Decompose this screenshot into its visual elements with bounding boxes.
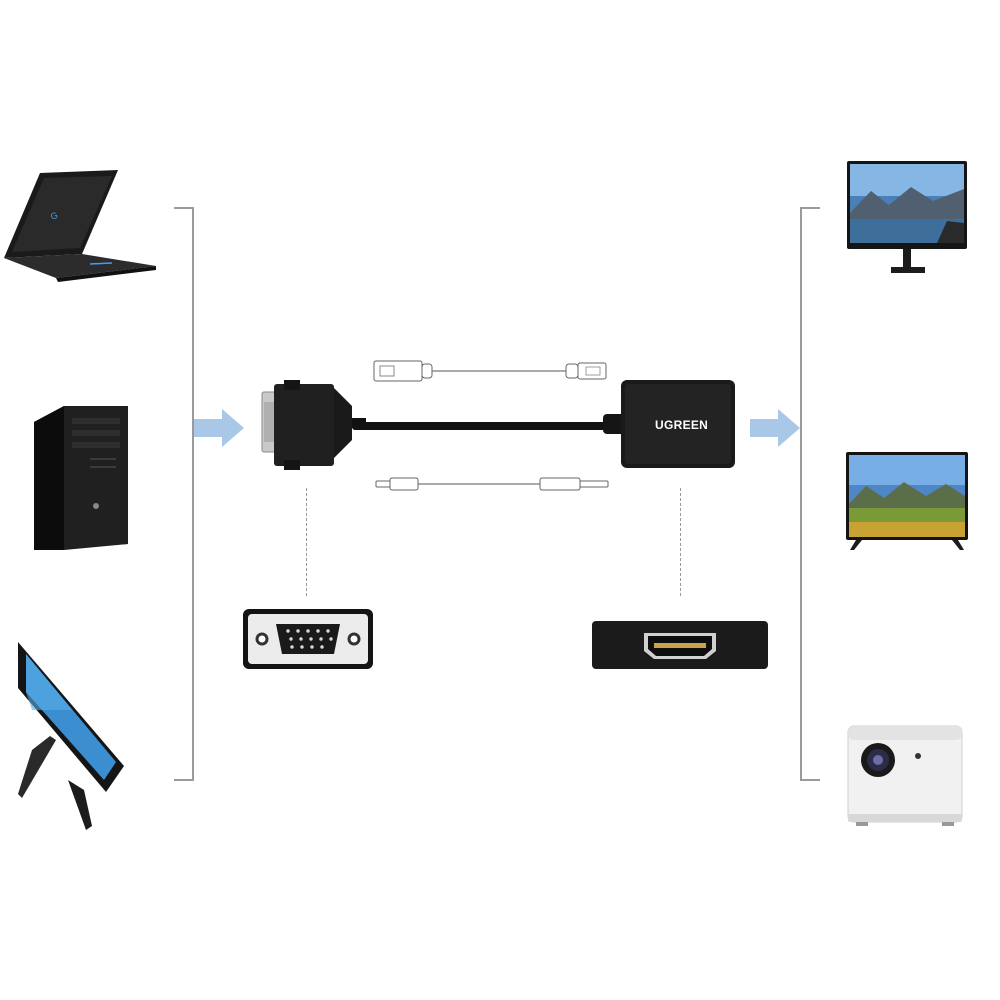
vga-callout-line: [306, 488, 307, 596]
display-devices-bracket: [800, 207, 820, 781]
audio-cable: [374, 474, 614, 494]
laptop-icon: G: [0, 168, 160, 283]
touchscreen-monitor-icon: [12, 640, 142, 836]
desktop-pc-icon: [30, 404, 130, 552]
projector-icon: [846, 722, 964, 830]
ugreen-adapter: UGREEN: [603, 380, 735, 468]
main-cable: [352, 422, 610, 430]
hdmi-callout-line: [680, 488, 681, 596]
svg-text:G: G: [49, 210, 59, 222]
brand-label: UGREEN: [655, 418, 709, 432]
monitor-icon: [847, 161, 969, 275]
input-direction-arrow: [194, 409, 246, 447]
usb-power-cable: [372, 355, 612, 387]
vga-port-icon: [242, 608, 374, 670]
source-devices-bracket: [174, 207, 194, 781]
vga-connector-icon: [256, 380, 366, 472]
tv-icon: [846, 452, 970, 552]
output-direction-arrow: [750, 409, 802, 447]
hdmi-port-icon: [592, 621, 768, 669]
